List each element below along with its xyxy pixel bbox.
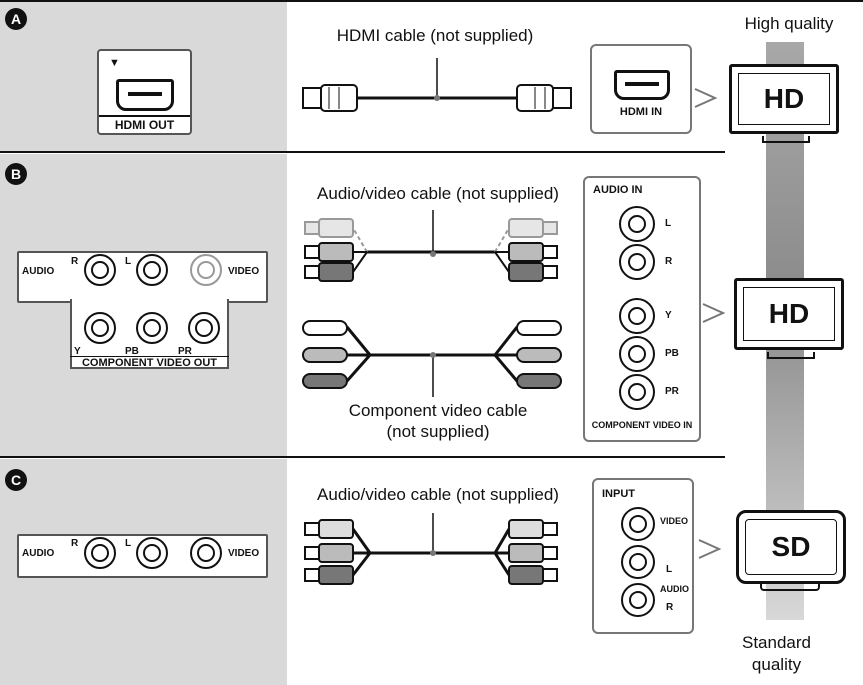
component-video-out-label: COMPONENT VIDEO OUT xyxy=(70,356,229,369)
y-label-b: Y xyxy=(74,346,81,357)
tv-l-label-c: L xyxy=(666,564,673,575)
hdmi-cable-icon xyxy=(302,58,572,112)
component-cable-caption-1: Component video cable xyxy=(348,401,528,420)
audio-label-c: AUDIO xyxy=(22,548,55,559)
tv-hd-b: HD xyxy=(734,278,844,350)
tv-audio-label-c: AUDIO xyxy=(660,584,689,594)
tv-y-label-b: Y xyxy=(665,310,672,321)
standard-quality-label-1: Standard xyxy=(742,633,811,652)
arrow-right-icon xyxy=(694,88,718,108)
tv-stand-b xyxy=(767,352,815,359)
section-a-badge: A xyxy=(5,8,27,30)
component-cable-icon xyxy=(302,320,562,397)
tv-hd-a-label: HD xyxy=(738,73,830,125)
tv-hd-a: HD xyxy=(729,64,839,134)
player-component-lower xyxy=(70,299,229,369)
arrow-right-icon xyxy=(698,539,722,559)
divider-bc xyxy=(0,456,725,458)
tv-jacks-b xyxy=(619,206,655,410)
tv-pr-label-b: PR xyxy=(665,386,679,397)
video-label-b: VIDEO xyxy=(228,266,260,277)
hdmi-in-label: HDMI IN xyxy=(619,106,663,118)
av-cable-icon-c xyxy=(304,513,558,585)
player-jacks-b xyxy=(84,254,222,344)
tv-sd-c-label: SD xyxy=(745,519,837,575)
l-label-b: L xyxy=(125,256,132,267)
divider-ab xyxy=(0,151,725,153)
tv-l-label-b: L xyxy=(665,218,672,229)
player-hdmi-out-port: ▼ HDMI OUT xyxy=(97,49,192,135)
arrow-right-icon xyxy=(702,303,726,323)
tv-hdmi-in-port: HDMI IN xyxy=(590,44,692,134)
hdmi-port-icon xyxy=(614,70,670,100)
av-cable-caption-c: Audio/video cable (not supplied) xyxy=(317,485,559,504)
tv-input-label: INPUT xyxy=(602,488,635,500)
audio-label-b: AUDIO xyxy=(22,266,55,277)
l-label-c: L xyxy=(125,538,132,549)
tv-r-label-b: R xyxy=(665,256,673,267)
pr-label-b: PR xyxy=(178,346,192,357)
tv-stand-c xyxy=(760,581,820,591)
tv-video-label-c: VIDEO xyxy=(660,516,689,526)
high-quality-label: High quality xyxy=(744,14,834,33)
tv-r-label-c: R xyxy=(666,602,674,613)
tv-jacks-c xyxy=(621,507,655,617)
tv-component-in-panel: AUDIO IN L R Y PB PR COMPONENT VIDEO IN xyxy=(583,176,701,442)
av-cable-icon-b xyxy=(304,210,558,282)
r-label-b: R xyxy=(71,256,79,267)
tv-stand-a xyxy=(762,136,810,143)
hdmi-out-label: HDMI OUT xyxy=(114,118,175,132)
hdmi-cable-caption: HDMI cable (not supplied) xyxy=(336,26,534,45)
r-label-c: R xyxy=(71,538,79,549)
tv-input-panel: INPUT VIDEO L AUDIO R xyxy=(592,478,694,634)
video-label-c: VIDEO xyxy=(228,548,260,559)
tv-hd-b-label: HD xyxy=(743,287,835,341)
player-jacks-c xyxy=(84,537,222,569)
pb-label-b: PB xyxy=(125,346,139,357)
section-c-badge: C xyxy=(5,469,27,491)
component-cable-caption-2: (not supplied) xyxy=(386,422,490,441)
top-rule xyxy=(0,0,863,2)
standard-quality-label-2: quality xyxy=(751,655,802,674)
tv-component-in-label: COMPONENT VIDEO IN xyxy=(591,420,693,430)
tv-audio-in-label: AUDIO IN xyxy=(593,184,643,196)
tv-pb-label-b: PB xyxy=(665,348,679,359)
av-cable-caption-b: Audio/video cable (not supplied) xyxy=(317,184,559,203)
hdmi-port-icon xyxy=(116,79,174,111)
section-b-badge: B xyxy=(5,163,27,185)
arrow-down-icon: ▼ xyxy=(109,57,120,69)
tv-sd-c: SD xyxy=(736,510,846,584)
